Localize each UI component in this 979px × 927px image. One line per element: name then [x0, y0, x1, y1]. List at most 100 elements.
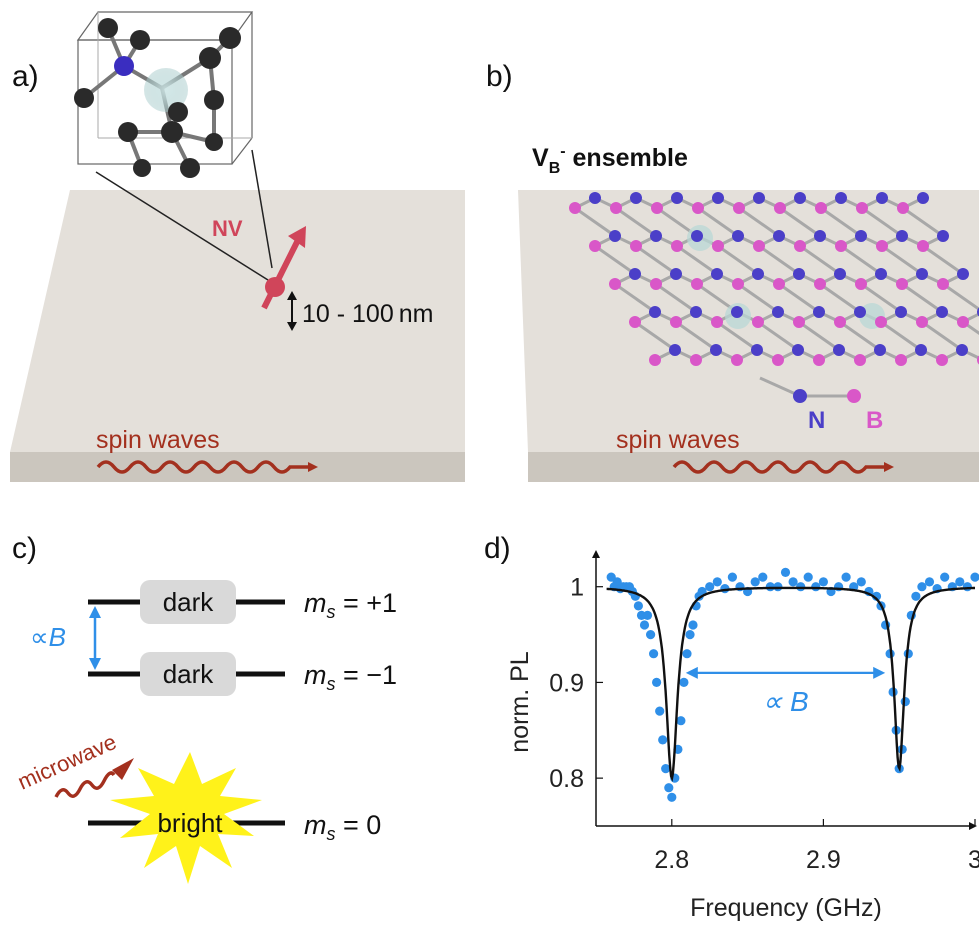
hbn-bond: [675, 320, 717, 352]
hbn-bond: [819, 282, 861, 314]
hbn-bond: [881, 244, 923, 276]
boron-atom: [896, 278, 908, 290]
hbn-bond: [778, 282, 820, 314]
panel-c: c) dark ms = +1 dark ms = −1 ∝B bright m…: [12, 532, 397, 884]
nitrogen-atom: [916, 268, 928, 280]
y-tick-label: 1: [570, 574, 584, 602]
data-point: [688, 620, 698, 630]
panel-a-label: a): [12, 60, 39, 93]
data-point: [803, 572, 813, 582]
vacancy-site: [144, 68, 188, 112]
nitrogen-atom: [711, 268, 723, 280]
data-point: [649, 649, 659, 659]
nv-label: NV: [212, 216, 243, 241]
hbn-bond: [634, 320, 676, 352]
boron-atom-highlight: [847, 389, 861, 403]
data-point: [940, 572, 950, 582]
nitrogen-atom: [690, 306, 702, 318]
hbn-bond: [799, 244, 841, 276]
hbn-bond: [676, 244, 718, 276]
boron-atom: [732, 278, 744, 290]
data-point: [676, 716, 686, 726]
data-point: [900, 697, 910, 707]
hbn-bond: [697, 206, 739, 238]
boron-atom: [793, 316, 805, 328]
data-point: [856, 577, 866, 587]
y-tick-label: 0.8: [549, 765, 584, 793]
boron-atom: [957, 316, 969, 328]
hbn-bond: [615, 206, 657, 238]
vb-ensemble-title: VB- ensemble: [532, 143, 688, 177]
data-point: [924, 577, 935, 587]
nitrogen-atom: [834, 268, 846, 280]
nitrogen-atom: [773, 230, 785, 242]
nitrogen-atom: [609, 230, 621, 242]
hbn-bond: [798, 320, 840, 352]
hbn-bond: [839, 320, 881, 352]
nitrogen-atom: [876, 192, 888, 204]
x-tick-label: 2.8: [654, 846, 689, 874]
spin-wave-b: [672, 460, 894, 474]
nitrogen-atom: [833, 344, 845, 356]
hbn-bond: [901, 282, 943, 314]
hbn-bond: [716, 320, 758, 352]
x-axis-label: Frequency (GHz): [690, 894, 882, 922]
hbn-bond: [902, 206, 944, 238]
spin-waves-label-a: spin waves: [96, 426, 220, 454]
hbn-bond: [758, 244, 800, 276]
panel-c-label: c): [12, 532, 37, 565]
nitrogen-atom: [671, 192, 683, 204]
nitrogen-atom: [649, 306, 661, 318]
boron-atom: [731, 354, 743, 366]
boron-atom: [875, 316, 887, 328]
data-point: [758, 572, 768, 582]
fit-curve: [606, 586, 975, 782]
boron-atom: [692, 202, 704, 214]
boron-atom: [711, 316, 723, 328]
ms-plus1-label: ms = +1: [304, 588, 397, 622]
hbn-bond: [574, 206, 616, 238]
boron-atom: [856, 202, 868, 214]
boron-atom: [690, 354, 702, 366]
nitrogen-atom: [915, 344, 927, 356]
data-point: [962, 582, 973, 592]
hbn-bond: [594, 244, 636, 276]
boron-atom: [834, 316, 846, 328]
data-point: [664, 783, 674, 793]
nitrogen-atom: [731, 306, 743, 318]
nitrogen-atom: [669, 344, 681, 356]
data-point: [712, 577, 722, 587]
hbn-bond: [840, 244, 882, 276]
spin-waves-label-b: spin waves: [616, 426, 740, 454]
hbn-bond: [880, 320, 922, 352]
dark-box-minus1: [140, 652, 236, 696]
data-point: [818, 577, 829, 587]
boron-atom: [670, 316, 682, 328]
nitrogen-atom: [855, 230, 867, 242]
zoom-line-left: [95, 171, 269, 281]
nitrogen-atom: [793, 268, 805, 280]
boron-atom: [630, 240, 642, 252]
y-axis-label: norm. PL: [506, 651, 534, 753]
diamond-lattice: [74, 8, 254, 178]
data-point: [682, 649, 692, 659]
nv-spin-arrowhead: [288, 226, 306, 248]
hbn-bond: [921, 320, 963, 352]
data-point: [917, 582, 927, 592]
data-point: [970, 572, 979, 582]
hbn-bond: [635, 244, 677, 276]
hbn-bond: [759, 376, 801, 398]
nitrogen-atom: [814, 230, 826, 242]
panel-a: a): [10, 8, 465, 482]
boron-atom: [895, 354, 907, 366]
hbn-bond: [737, 282, 779, 314]
hbn-bond: [962, 320, 979, 336]
zoom-line-right: [251, 149, 273, 269]
boron-atom: [629, 316, 641, 328]
n-label: N: [808, 407, 825, 434]
boron-atom: [813, 354, 825, 366]
boron-atom: [936, 354, 948, 366]
hbn-bond: [861, 206, 903, 238]
boron-atom: [609, 278, 621, 290]
